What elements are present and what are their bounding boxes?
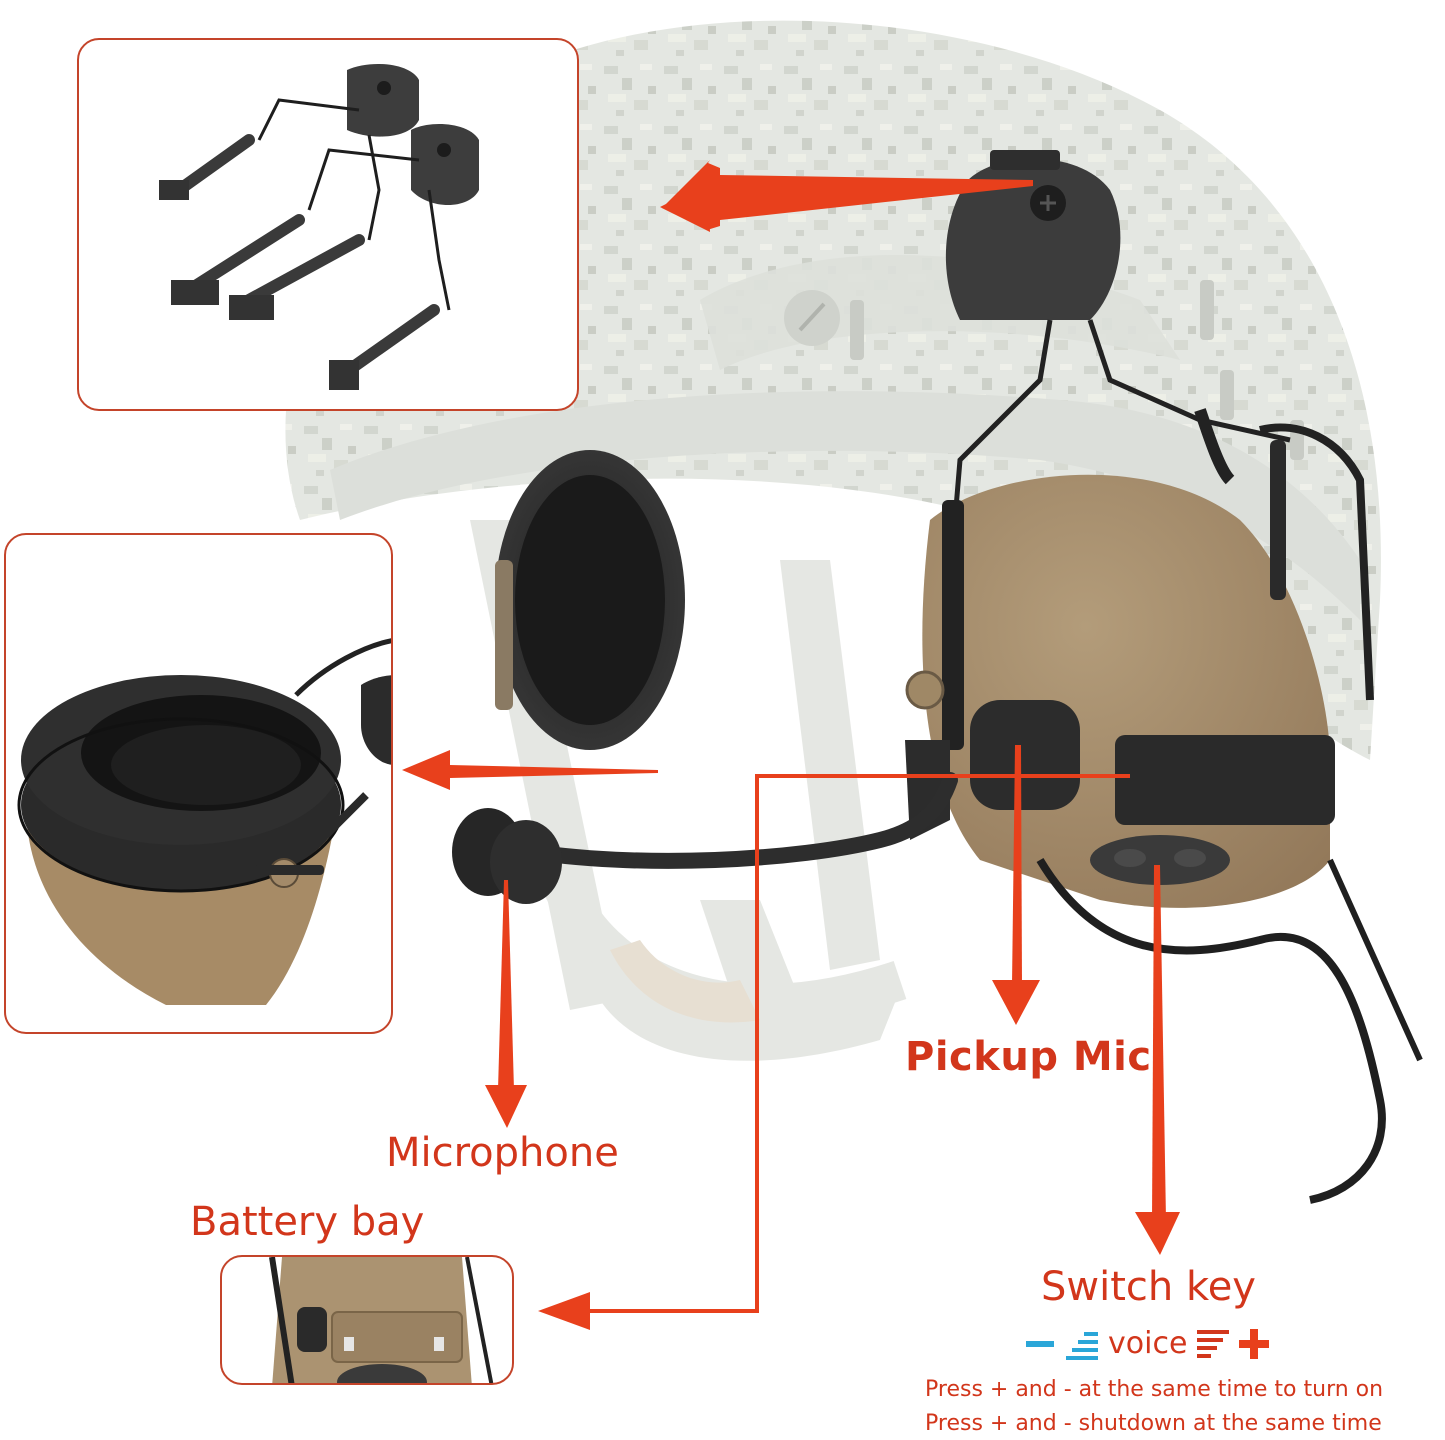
plus-icon <box>1239 1329 1270 1359</box>
voice-control-legend: voice <box>1026 1326 1270 1362</box>
volume-up-bars-icon <box>1197 1330 1230 1358</box>
minus-icon <box>1026 1341 1054 1347</box>
arrow-microphone <box>485 880 527 1128</box>
battery-bay-image <box>269 1257 494 1383</box>
rail-adapter-parts-image <box>159 64 479 390</box>
voice-label: voice <box>1108 1326 1188 1361</box>
arrow-ear-cushion <box>402 750 658 790</box>
arrow-switch-key <box>1135 865 1180 1255</box>
switch-key-pad <box>1090 835 1230 885</box>
switch-key-label: Switch key <box>1041 1264 1256 1310</box>
pickup-mic-label: Pickup Mic <box>905 1034 1152 1080</box>
rail-adapter-mounted <box>945 158 1121 320</box>
ear-cushion-image <box>17 638 391 1005</box>
instruction-turn-on: Press + and - at the same time to turn o… <box>925 1377 1384 1402</box>
battery-bay-label: Battery bay <box>190 1199 425 1245</box>
volume-down-bars-icon <box>1066 1332 1098 1360</box>
microphone-label: Microphone <box>386 1130 619 1176</box>
arrow-battery-bay-head <box>538 1292 590 1330</box>
inset-ear-cushion <box>4 533 393 1034</box>
inset-arc-rail-adapters <box>77 38 579 411</box>
arrow-battery-bay <box>585 774 1130 1313</box>
instruction-shutdown: Press + and - shutdown at the same time <box>925 1411 1382 1436</box>
arrow-rail-adapter <box>660 160 1033 232</box>
boom-mic-arm <box>512 772 958 869</box>
arrow-pickup-mic <box>992 745 1040 1025</box>
inset-battery-bay <box>220 1255 514 1385</box>
